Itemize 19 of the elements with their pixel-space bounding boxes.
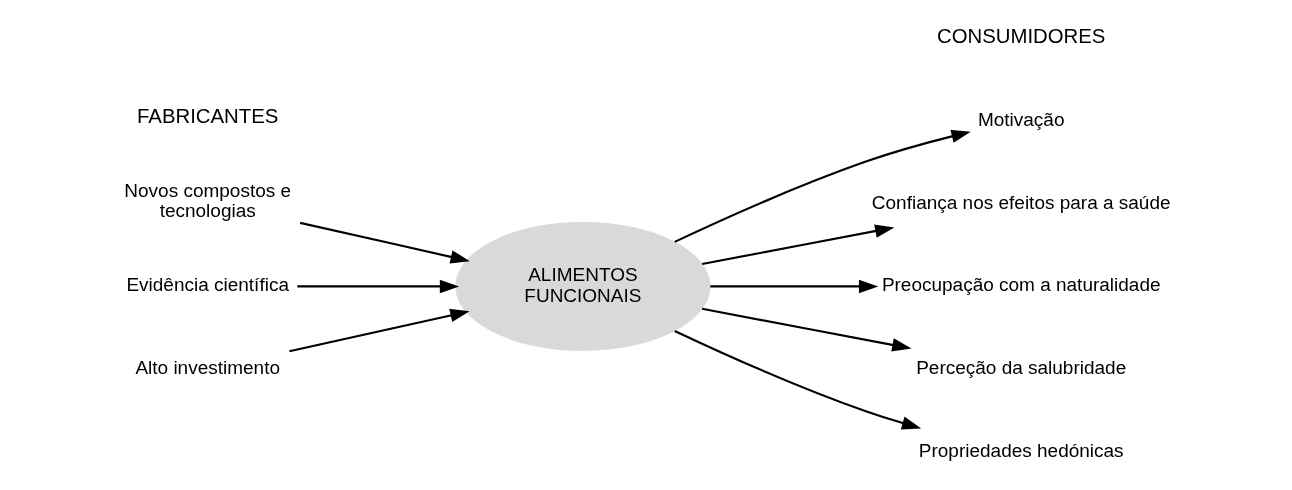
- label: FABRICANTES: [137, 104, 279, 127]
- node-text: Confiança nos efeitos para a saúde: [871, 191, 1171, 213]
- arrow: [674, 129, 971, 243]
- node-text: Novos compostos e tecnologias: [124, 180, 292, 222]
- node-text: Perceção da salubridade: [916, 357, 1127, 379]
- arrow: [701, 224, 895, 266]
- arrow: [710, 279, 879, 294]
- arrow: [674, 329, 922, 430]
- node-text: Motivação: [977, 108, 1065, 130]
- node-text: Propriedades hedónicas: [918, 439, 1124, 461]
- node-text: Alto investimento: [135, 357, 280, 379]
- arrow: [701, 307, 912, 352]
- node-text: Preocupação com a naturalidade: [881, 274, 1161, 296]
- node-text: Evidência científica: [126, 274, 289, 296]
- arrow: [289, 308, 470, 353]
- label: CONSUMIDORES: [936, 24, 1106, 47]
- arrow: [299, 221, 470, 264]
- node-ellipse: ALIMENTOS FUNCIONAIS: [455, 221, 711, 351]
- arrow: [297, 279, 460, 294]
